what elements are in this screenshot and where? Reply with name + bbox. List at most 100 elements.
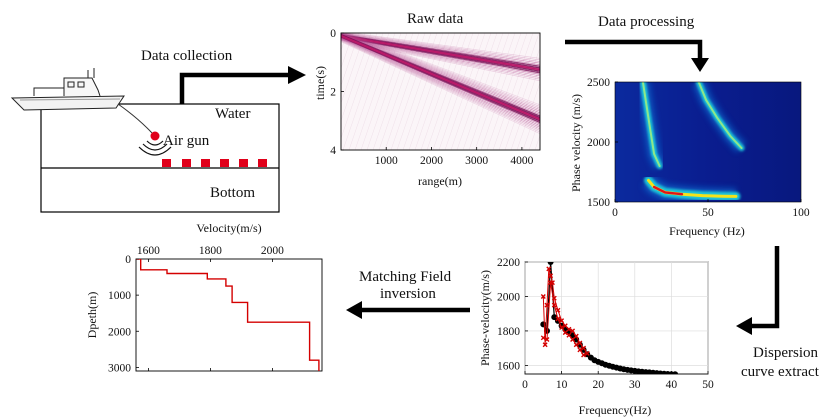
data-point <box>672 371 679 374</box>
tick-label: 2000 <box>587 137 610 149</box>
matching-field-label-line1: Matching Field <box>359 269 452 285</box>
tick-label: 50 <box>702 379 714 391</box>
arrival-line <box>341 33 540 62</box>
arrival-line <box>341 33 540 68</box>
velocity-profile-series <box>136 259 320 371</box>
data-point-x <box>559 324 565 330</box>
spectrum-modes <box>635 82 747 202</box>
raw-data-wavefield <box>341 33 540 150</box>
raw-data-title: Raw data <box>407 11 464 27</box>
tick-label: 1800 <box>199 245 222 257</box>
data-point-x <box>562 330 568 336</box>
arrival-line <box>342 33 540 111</box>
arrow-data-collection <box>179 66 306 104</box>
tick-label: 2500 <box>587 77 610 89</box>
mode-core <box>697 82 743 149</box>
arrival-line <box>341 33 540 112</box>
tick-label: 2 <box>330 87 336 99</box>
velocity-profile-chart: Velocity(m/s) Dpeth(m) 1600 1800 2000 0 1000… <box>85 221 323 374</box>
tick-label: 3000 <box>108 362 131 374</box>
arrival-line <box>341 33 540 115</box>
arrival-line <box>341 41 540 135</box>
tick-label: 1000 <box>375 155 398 167</box>
data-point-x <box>562 323 568 329</box>
air-gun-label: Air gun <box>163 133 210 149</box>
tick-label: 0 <box>330 28 336 40</box>
arrival-line <box>341 33 540 114</box>
data-point-x <box>540 293 546 299</box>
raw-data-ylabel: time(s) <box>313 66 327 100</box>
tick-label: 2000 <box>261 245 284 257</box>
data-point-x <box>555 316 561 322</box>
hydrophone-array-icon <box>162 159 267 167</box>
tick-label: 2000 <box>497 291 520 303</box>
arrow-dispersion <box>736 246 780 335</box>
tick-label: 4000 <box>510 155 533 167</box>
tick-label: 2200 <box>497 257 520 269</box>
data-point-x <box>573 342 579 348</box>
bottom-label: Bottom <box>210 185 255 201</box>
tick-label: 2000 <box>108 326 131 338</box>
tick-label: 1800 <box>497 326 520 338</box>
data-point-x <box>570 328 576 334</box>
tick-label: 1000 <box>108 290 131 302</box>
spectrum-xlabel: Frequency (Hz) <box>669 224 745 238</box>
tick-label: 1600 <box>137 245 160 257</box>
spectrum-ylabel: Phase velocity (m/s) <box>569 94 583 192</box>
survey-scene: Water Bottom Air gun <box>10 68 280 213</box>
data-point-x <box>540 335 546 341</box>
data-point-x <box>546 266 552 272</box>
tick-label: 0 <box>522 379 528 391</box>
arrival-line <box>341 40 540 131</box>
mode-core <box>641 82 661 167</box>
data-point-x <box>559 318 565 324</box>
data-point-x <box>548 280 554 286</box>
arrival-line <box>341 37 540 75</box>
tick-label: 100 <box>792 207 810 219</box>
arrival-line <box>341 38 540 128</box>
arrival-line <box>341 37 540 125</box>
tick-label: 0 <box>125 254 131 266</box>
sound-wave-icon <box>138 140 172 156</box>
arrival-line <box>341 33 540 66</box>
arrival-line <box>341 33 540 117</box>
data-point-x <box>548 273 554 279</box>
arrival-line <box>347 33 540 106</box>
survey-ship-icon <box>10 68 125 111</box>
velocity-profile-xlabel: Velocity(m/s) <box>196 221 261 235</box>
data-point <box>551 314 558 321</box>
arrival-line <box>341 36 540 74</box>
data-point-x <box>577 340 583 346</box>
tow-cable <box>117 103 153 134</box>
tick-label: 50 <box>702 207 714 219</box>
arrival-line <box>341 38 540 77</box>
ocean-box <box>40 103 280 213</box>
data-point <box>547 262 554 265</box>
arrival-line <box>349 33 540 59</box>
raw-data-xlabel: range(m) <box>418 174 462 188</box>
data-point-x <box>584 350 590 356</box>
data-point-x <box>544 337 550 343</box>
data-point-x <box>555 307 561 313</box>
data-point-x <box>551 302 557 308</box>
arrival-line <box>341 36 540 124</box>
data-collection-label: Data collection <box>141 48 233 64</box>
arrow-data-processing <box>565 39 709 72</box>
data-point-x <box>566 332 572 338</box>
dispersion-curve-ylabel: Phase-velocity(m/s) <box>478 270 492 366</box>
data-point-x <box>570 337 576 343</box>
data-point-x <box>577 347 583 353</box>
arrival-line <box>341 33 540 64</box>
data-point-x <box>544 302 550 308</box>
arrival-line <box>345 33 540 61</box>
arrival-line <box>341 38 540 127</box>
velocity-profile-ylabel: Dpeth(m) <box>85 292 99 339</box>
arrival-line <box>341 39 540 130</box>
arrival-main <box>341 34 540 71</box>
velocity-profile-frame <box>135 258 323 372</box>
